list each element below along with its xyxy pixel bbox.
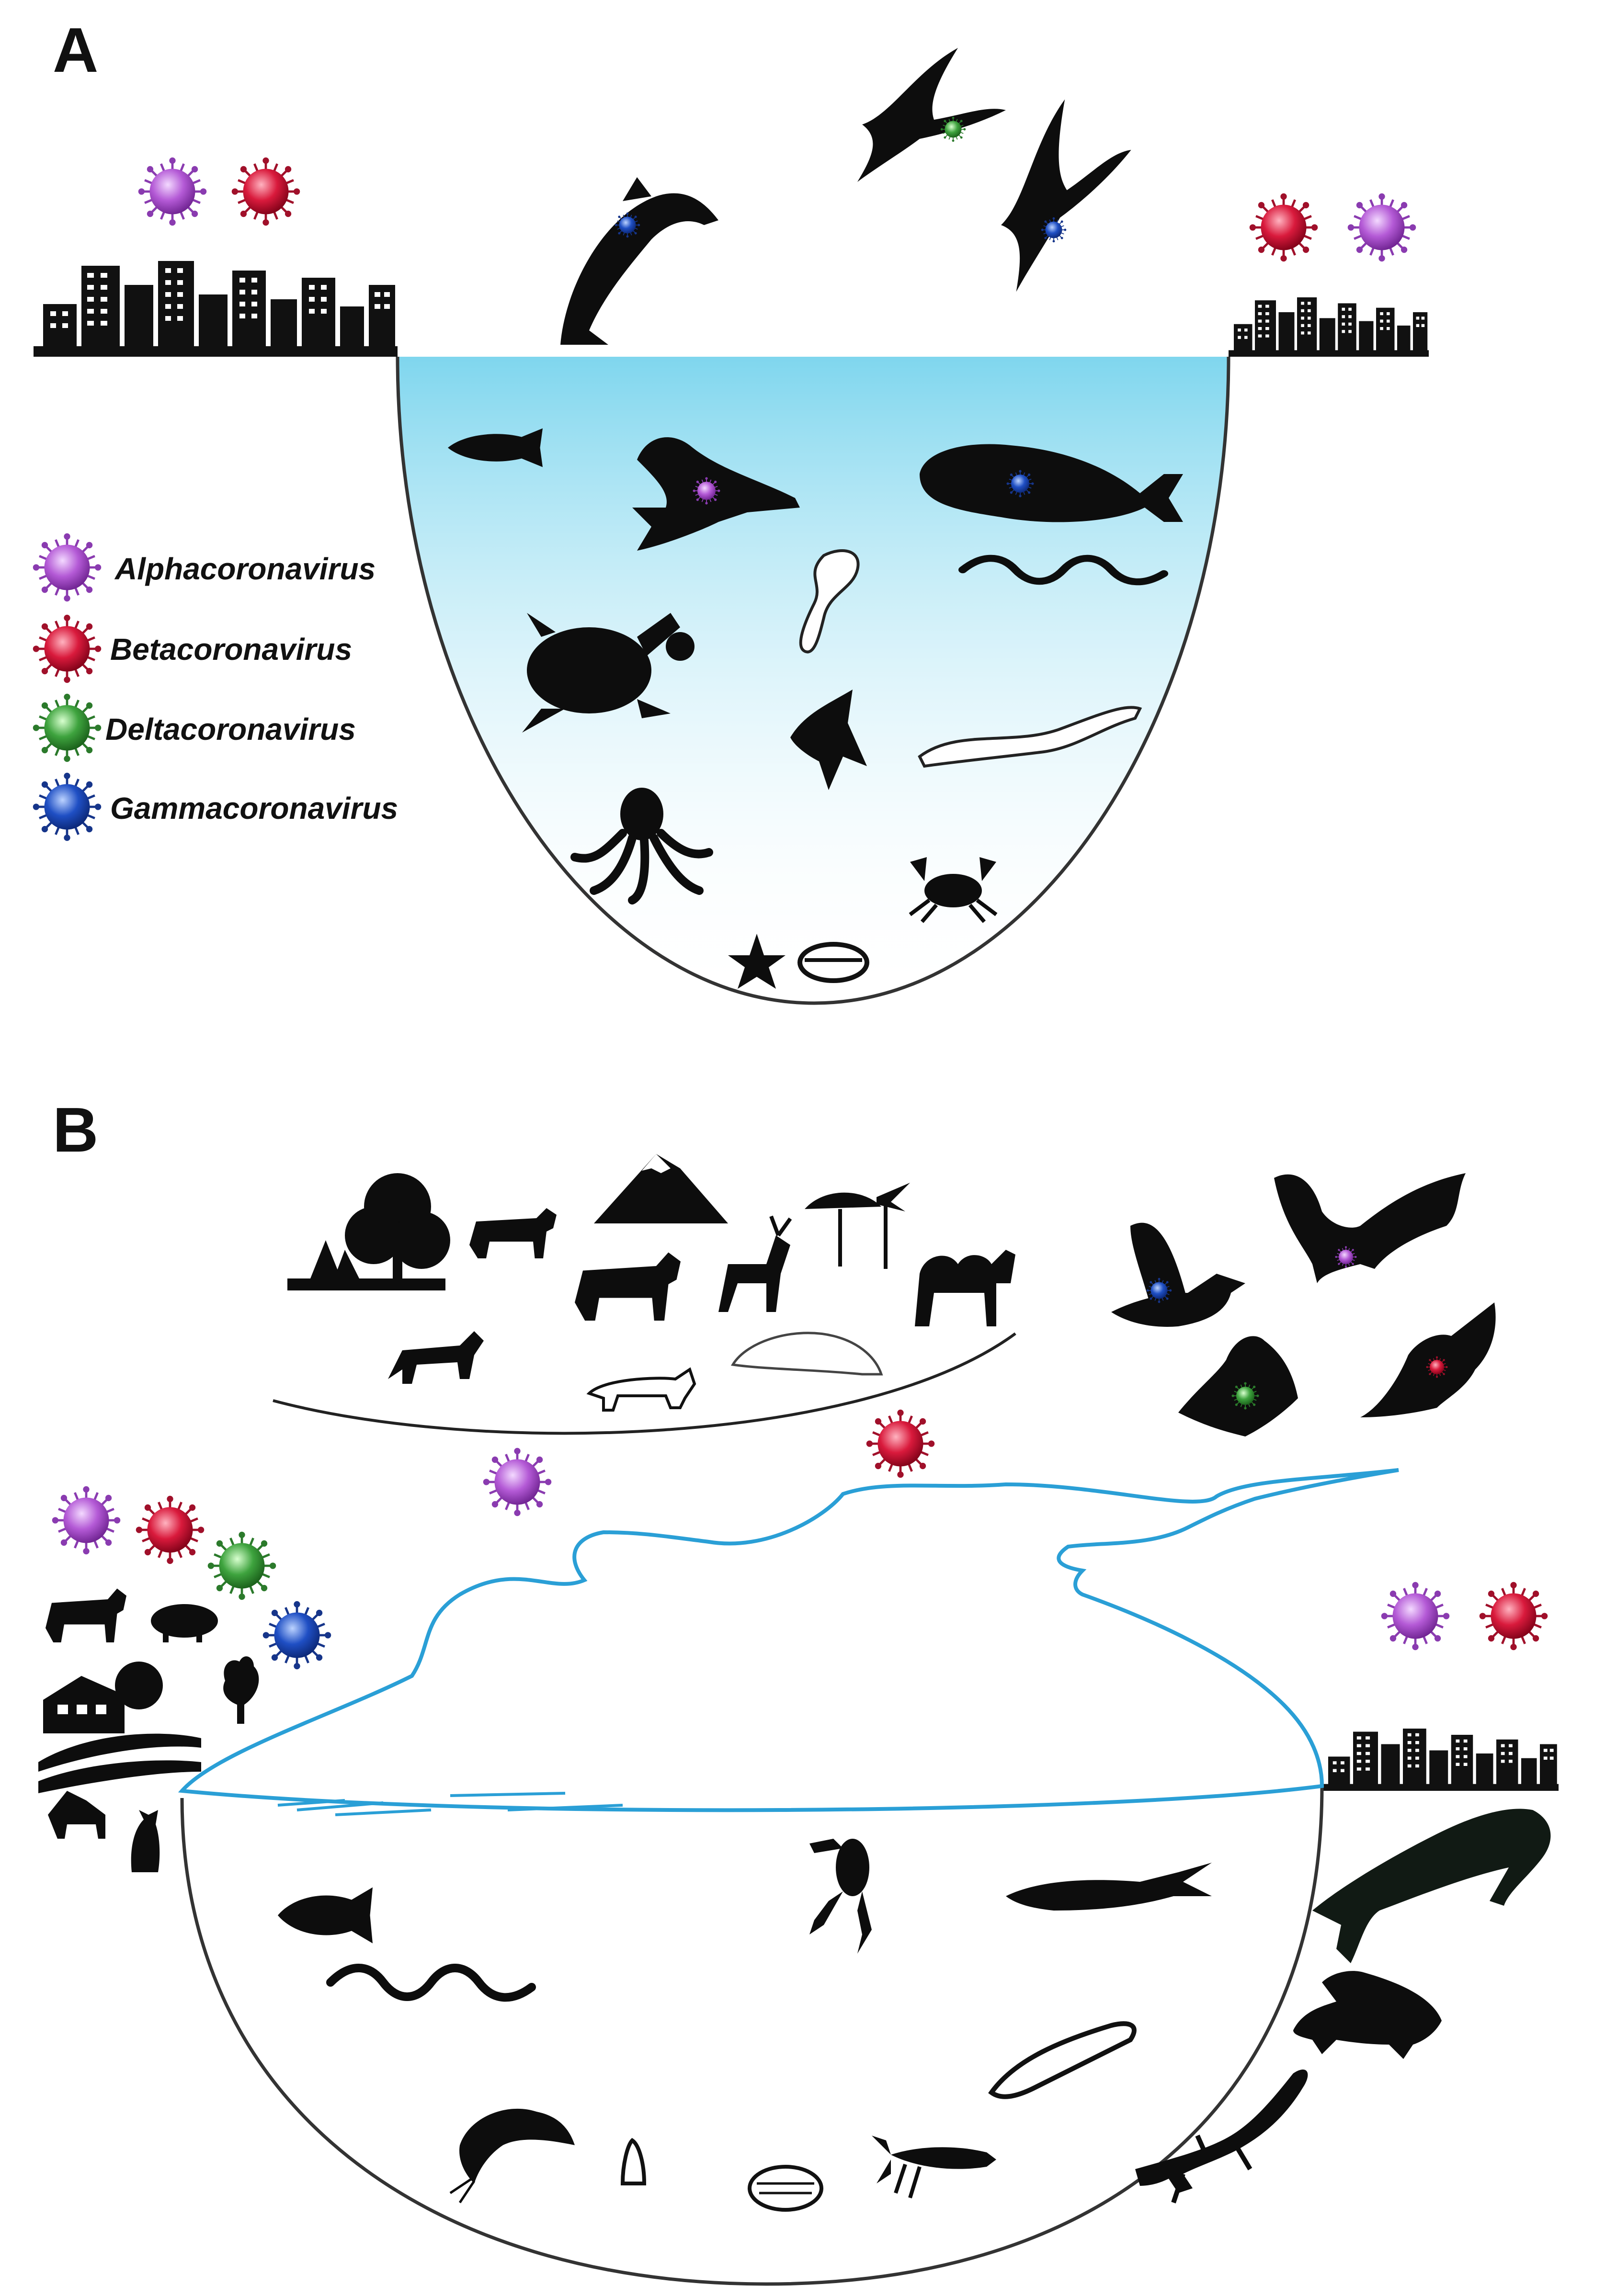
seal-icon	[632, 437, 800, 551]
alphacoronavirus-marker	[1335, 1246, 1357, 1268]
pangolin-icon	[730, 1332, 883, 1376]
pig-icon	[151, 1604, 218, 1642]
alphacoronavirus-marker	[1348, 193, 1416, 262]
turtle-icon	[1293, 1971, 1442, 2059]
alphacoronavirus-marker	[138, 158, 207, 226]
river-outline	[178, 1468, 1399, 1812]
catfish-icon	[449, 2108, 575, 2204]
snail-icon	[620, 2138, 647, 2185]
civet-icon	[586, 1367, 696, 1412]
rooster-icon	[223, 1656, 259, 1724]
legend-swatch-gammacoronavirus	[33, 773, 102, 841]
bat-icon	[1360, 1302, 1496, 1417]
alphacoronavirus-marker	[693, 477, 720, 505]
dolphin-icon	[560, 177, 718, 345]
sea-cucumber-icon	[918, 706, 1142, 768]
fox-icon	[388, 1331, 484, 1384]
cow-icon	[46, 1588, 126, 1642]
legend: Alphacoronavirus Betacoronavirus Deltaco…	[33, 533, 398, 841]
crayfish-icon	[872, 2136, 996, 2199]
town-houses-icon	[1229, 297, 1429, 357]
deltacoronavirus-marker	[208, 1532, 276, 1600]
eel-icon	[988, 2021, 1137, 2099]
perch-icon	[278, 1887, 373, 1944]
bird-icon	[1178, 1336, 1298, 1436]
legend-label-betacoronavirus: Betacoronavirus	[110, 632, 352, 667]
cat-icon	[131, 1810, 160, 1872]
deltacoronavirus-marker	[1232, 1382, 1259, 1410]
salamander-icon	[1135, 2069, 1308, 2204]
betacoronavirus-marker	[232, 158, 300, 226]
seabird-icon	[857, 48, 1006, 182]
angelfish-icon	[790, 690, 867, 790]
panel-a-label: A	[53, 15, 98, 85]
betacoronavirus-marker	[1480, 1582, 1548, 1651]
legend-label-deltacoronavirus: Deltacoronavirus	[105, 712, 356, 746]
gammacoronavirus-marker	[263, 1601, 331, 1670]
seahorse-icon	[799, 549, 860, 654]
alphacoronavirus-marker	[52, 1486, 121, 1555]
duck-icon	[1111, 1222, 1245, 1327]
gammacoronavirus-marker	[1007, 470, 1034, 498]
panel-b-label: B	[53, 1095, 98, 1165]
city-skyline-icon	[34, 261, 398, 357]
betacoronavirus-marker	[866, 1410, 935, 1478]
gammacoronavirus-marker	[615, 213, 640, 238]
betacoronavirus-marker	[136, 1496, 205, 1564]
whale-icon	[920, 444, 1183, 522]
sea-turtle-icon	[522, 613, 695, 733]
bat-icon	[1274, 1173, 1466, 1283]
clam-icon	[748, 2165, 823, 2212]
bear-icon	[575, 1252, 681, 1321]
deltacoronavirus-marker	[941, 117, 966, 142]
mountain-icon	[594, 1154, 728, 1223]
deer-icon	[718, 1215, 792, 1312]
betacoronavirus-marker	[1250, 193, 1318, 262]
eel-icon	[330, 1968, 532, 1997]
betacoronavirus-marker	[1426, 1357, 1448, 1378]
gammacoronavirus-marker	[1147, 1278, 1172, 1303]
legend-swatch-betacoronavirus	[33, 615, 102, 683]
camel-icon	[915, 1250, 1015, 1326]
tapir-icon	[469, 1208, 557, 1258]
trees-icon	[805, 1183, 910, 1269]
crocodile-icon	[1312, 1809, 1551, 1963]
legend-swatch-deltacoronavirus	[33, 694, 102, 762]
frog-icon	[809, 1839, 872, 1954]
legend-swatch-alphacoronavirus	[33, 533, 102, 602]
legend-label-gammacoronavirus: Gammacoronavirus	[110, 791, 398, 826]
starfish-icon	[728, 934, 786, 989]
forest-icon	[287, 1173, 450, 1290]
land-arc	[273, 1332, 1016, 1435]
freshwater-basin	[178, 1468, 1399, 2286]
city-skyline-icon	[1322, 1729, 1559, 1791]
seashell-icon	[797, 942, 869, 983]
dog-icon	[48, 1791, 105, 1839]
crab-icon	[909, 857, 998, 923]
legend-label-alphacoronavirus: Alphacoronavirus	[114, 552, 376, 586]
gar-icon	[1006, 1863, 1212, 1911]
gammacoronavirus-marker	[1041, 217, 1067, 243]
alphacoronavirus-marker	[483, 1448, 552, 1516]
farm-icon	[38, 1662, 201, 1793]
alphacoronavirus-marker	[1381, 1582, 1450, 1651]
octopus-icon	[570, 788, 713, 905]
